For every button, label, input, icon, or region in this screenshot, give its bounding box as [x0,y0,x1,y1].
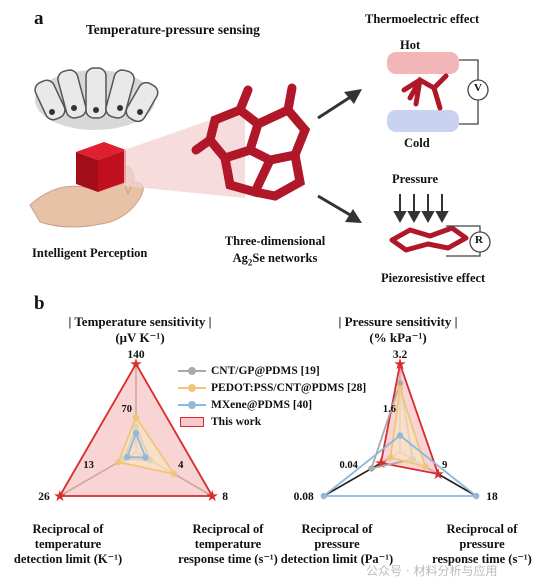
chart2-title: | Pressure sensitivity | [338,314,458,329]
legend-item-pedot: PEDOT:PSS/CNT@PDMS [28] [178,379,366,396]
voltmeter-icon [467,79,489,101]
chart1-series-2-polygon [125,430,147,459]
hot-label: Hot [400,38,421,52]
piezoresistive-device [389,225,491,257]
voltmeter-symbol: V [474,82,482,94]
network-label-line2: Ag2Se networks [232,251,318,268]
chart2-tick-half-2: 0.04 [340,460,359,471]
resistor-symbol: R [475,234,483,246]
legend-label-mxene: MXene@PDMS [40] [211,398,313,411]
chart2-tick-half-0: 1.6 [383,404,396,415]
pressure-label: Pressure [392,172,439,186]
legend-label-cnt: CNT/GP@PDMS [19] [211,364,320,377]
chart1-series-1-marker-2 [115,458,122,466]
chart2-unit: (% kPa⁻¹) [369,330,427,345]
chart1-tick-half-2: 13 [83,460,94,471]
chart1-unit: (μV K⁻¹) [115,330,165,345]
chart2-tick-half-1: 9 [442,460,447,471]
chart2-tick-max-0: 3.2 [393,349,408,361]
chart1-tick-half-0: 70 [122,404,133,415]
chart2-left-axis-label: Reciprocal of pressure detection limit (… [280,522,394,566]
thermoelectric-label: Thermoelectric effect [365,12,480,26]
chart2-series-2-marker-2 [320,492,327,500]
legend-label-this-work: This work [211,415,262,428]
chart1-tick-max-1: 8 [222,491,228,503]
chart2-tick-max-2: 0.08 [294,491,314,503]
legend-swatch-this-work [178,416,206,427]
robot-hand-illustration [34,67,159,130]
chart1-series-3-marker-0: ★ [129,357,142,373]
panel-a-letter: a [34,8,44,29]
chart2-series-1-marker-0 [396,385,404,392]
chart2-tick-max-1: 18 [486,491,498,503]
chart1-series-2-marker-2 [124,453,131,461]
legend-item-this-work: This work [178,413,366,430]
cold-label: Cold [404,136,430,150]
thermoelectric-device [387,52,489,132]
chart1-series-1-marker-0 [132,414,140,421]
ag2se-network-illustration [191,83,311,201]
chart1-series-3-marker-2: ★ [53,489,66,505]
chart2-series-2-marker-1 [473,492,480,500]
chart1-series-2-marker-0 [132,429,140,437]
panel-b-letter: b [34,293,45,314]
arrow-to-thermoelectric [317,89,362,120]
chart2-series-0-marker-2 [368,465,375,472]
chart1-left-axis-label: Reciprocal of temperature detection limi… [13,522,123,566]
chart1-tick-half-1: 4 [178,460,184,471]
legend-swatch-cnt [178,366,206,376]
watermark: 公众号 · 材料分析与应用 [366,564,498,578]
chart1-series-1-marker-1 [170,470,178,478]
chart2-series-0-marker-0 [396,380,404,387]
panel-a-illustration [29,52,491,257]
chart1-series-1-polygon [117,415,177,476]
pressure-arrows [393,194,449,224]
chart1-series-3-marker-1: ★ [205,489,218,505]
resistor-icon [469,231,491,253]
arrow-to-piezoresistive [317,194,362,223]
network-label-line1: Three-dimensional [224,234,326,248]
intelligent-perception-label: Intelligent Perception [32,246,148,260]
chart2-series-2-polygon [321,434,479,497]
chart1-series-2-marker-1 [142,454,149,461]
chart2-series-1-marker-2 [387,454,394,461]
chart2-right-axis-label: Reciprocal of pressure response time (s⁻… [432,522,532,566]
legend-label-pedot: PEDOT:PSS/CNT@PDMS [28] [211,381,367,394]
legend: CNT/GP@PDMS [19] PEDOT:PSS/CNT@PDMS [28]… [178,362,366,430]
legend-item-cnt: CNT/GP@PDMS [19] [178,362,366,379]
panel-a-title: Temperature-pressure sensing [86,22,260,37]
legend-swatch-pedot [178,383,206,393]
legend-item-mxene: MXene@PDMS [40] [178,396,366,413]
piezoresistive-label: Piezoresistive effect [381,271,486,285]
chart1-tick-max-2: 26 [38,491,50,503]
chart2-series-1-marker-1 [422,463,429,470]
sensor-cube [76,142,126,192]
chart1-right-axis-label: Reciprocal of temperature response time … [178,522,278,566]
chart2-series-3-marker-1: ★ [431,467,444,483]
legend-swatch-mxene [178,400,206,410]
chart2-series-3-marker-0: ★ [393,357,406,373]
chart1-tick-max-0: 140 [127,349,145,361]
chart1-title: | Temperature sensitivity | [68,314,212,329]
chart2-series-1-polygon [389,388,427,468]
chart2-series-3-marker-2: ★ [374,456,387,472]
chart2-series-2-marker-0 [396,432,404,439]
